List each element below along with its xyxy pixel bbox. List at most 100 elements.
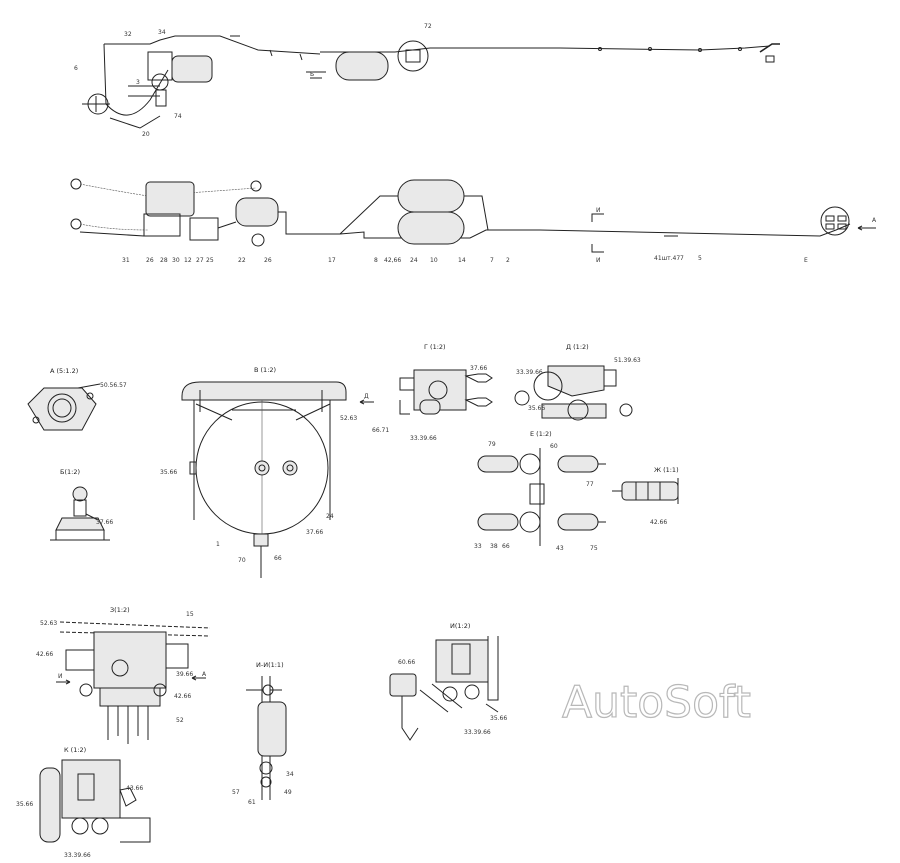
view-z-title: З(1:2) xyxy=(110,606,130,614)
callout-k-33: 33.39.66 xyxy=(64,852,91,859)
callout-b-27: 27 xyxy=(196,257,204,264)
view-a-title: A (5:1.2) xyxy=(50,367,78,375)
callout-e-33: 33 xyxy=(474,543,482,550)
callout-b-26b: 26 xyxy=(264,257,272,264)
callout-b-42-66: 42,66 xyxy=(384,257,401,264)
view-d-title: Д (1:2) xyxy=(566,343,589,351)
callout-v-24: 24 xyxy=(326,513,334,520)
callout-z-39: 39.66 xyxy=(176,671,193,678)
callout-ii-34: 34 xyxy=(286,771,294,778)
view-b-valve xyxy=(50,486,110,541)
air-receiver-upper xyxy=(397,179,465,213)
valve-body-i xyxy=(435,639,489,683)
receiver-strap xyxy=(181,381,347,401)
view-zh-fitting xyxy=(612,478,679,504)
callout-b-7b: 7 xyxy=(680,255,684,262)
callout-top-6: 6 xyxy=(74,65,78,72)
view-v-title: В (1:2) xyxy=(254,366,276,374)
callout-z-52b: 52 xyxy=(176,717,184,724)
view-v-receiver xyxy=(181,381,374,578)
callout-d-35: 35.66 xyxy=(528,405,545,412)
air-receiver-lower xyxy=(397,211,465,245)
callout-g-37: 37.66 xyxy=(470,365,487,372)
callout-i-33: 33.39.66 xyxy=(464,729,491,736)
bottom-pneumatic-line-assembly xyxy=(70,178,876,253)
callout-ii-49: 49 xyxy=(284,789,292,796)
brake-chamber-right xyxy=(235,197,279,227)
valve-manifold-d xyxy=(541,403,607,419)
callout-b-37: 37.66 xyxy=(96,519,113,526)
view-i-valve xyxy=(389,636,499,741)
view-e-coupling-heads xyxy=(477,448,606,546)
valve-body-z xyxy=(93,631,167,689)
callout-i-60: 60.66 xyxy=(398,659,415,666)
callout-k-35: 35.66 xyxy=(16,801,33,808)
view-zh-title: Ж (1:1) xyxy=(654,466,679,474)
callout-top-34: 34 xyxy=(158,29,166,36)
view-ii-bracket xyxy=(246,676,287,800)
callout-b-30: 30 xyxy=(172,257,180,264)
callout-z-52: 52.63 xyxy=(40,620,57,627)
view-z-valve-assembly xyxy=(56,621,211,744)
callout-b-7: 7 xyxy=(490,257,494,264)
callout-e-66: 66 xyxy=(502,543,510,550)
section-label-lower: И xyxy=(596,257,601,264)
callout-b-31: 31 xyxy=(122,257,130,264)
callout-v-35: 35.66 xyxy=(160,469,177,476)
callout-d-51: 51.39.63 xyxy=(614,357,641,364)
watermark-text: AutoSoft xyxy=(562,677,751,728)
callout-b-10: 10 xyxy=(430,257,438,264)
callout-v-70: 70 xyxy=(238,557,246,564)
detail-circle-g xyxy=(397,40,429,72)
callout-e-77: 77 xyxy=(586,481,594,488)
callout-ii-57: 57 xyxy=(232,789,240,796)
callout-top-20: 20 xyxy=(142,131,150,138)
callout-b-26: 26 xyxy=(146,257,154,264)
callout-b-e: Е xyxy=(804,257,808,264)
callout-e-38: 38 xyxy=(490,543,498,550)
callout-v-37: 37.66 xyxy=(306,529,323,536)
view-e-title: Е (1:2) xyxy=(530,430,552,438)
callout-k-43: 43.66 xyxy=(126,785,143,792)
callout-b-28: 28 xyxy=(160,257,168,264)
callout-top-b: Б xyxy=(310,71,314,78)
callout-i-35: 35.66 xyxy=(490,715,507,722)
callout-a-50: 50.56.57 xyxy=(100,382,127,389)
callout-b-2: 2 xyxy=(506,257,510,264)
callout-b-12: 12 xyxy=(184,257,192,264)
drain-valve xyxy=(253,533,269,547)
callout-b-24: 24 xyxy=(410,257,418,264)
callout-top-74: 74 xyxy=(174,113,182,120)
callout-z-15: 15 xyxy=(186,611,194,618)
callout-v-1: 1 xyxy=(216,541,220,548)
callout-top-72: 72 xyxy=(424,23,432,30)
section-label-upper: И xyxy=(596,207,601,214)
callout-v-66: 66 xyxy=(274,555,282,562)
callout-g-33: 33.39.66 xyxy=(410,435,437,442)
callout-z-42: 42.66 xyxy=(36,651,53,658)
callout-top-3: 3 xyxy=(136,79,140,86)
callout-b-17: 17 xyxy=(328,257,336,264)
callout-top-32: 32 xyxy=(124,31,132,38)
callout-z-42b: 42.66 xyxy=(174,693,191,700)
callout-b-22: 22 xyxy=(238,257,246,264)
callout-b-41: 41шт.47 xyxy=(654,255,680,262)
valve-body-k xyxy=(61,759,121,819)
callout-v-d: Д xyxy=(364,393,369,400)
view-d-valve xyxy=(514,365,633,421)
callout-b-14: 14 xyxy=(458,257,466,264)
callout-e-43: 43 xyxy=(556,545,564,552)
callout-z-a: А xyxy=(202,671,207,678)
callout-d-33: 33.39.66 xyxy=(516,369,543,376)
section-mark-i xyxy=(591,213,604,253)
view-g-title: Г (1:2) xyxy=(424,343,446,351)
callout-v-52: 52.63 xyxy=(340,415,357,422)
frame-bracket xyxy=(145,181,195,217)
view-k-valve xyxy=(39,759,151,843)
view-b-title: Б(1:2) xyxy=(60,468,80,476)
callout-e-75: 75 xyxy=(590,545,598,552)
callout-b-25: 25 xyxy=(206,257,214,264)
view-k-title: К (1:2) xyxy=(64,746,86,754)
air-receiver-top xyxy=(335,51,389,81)
